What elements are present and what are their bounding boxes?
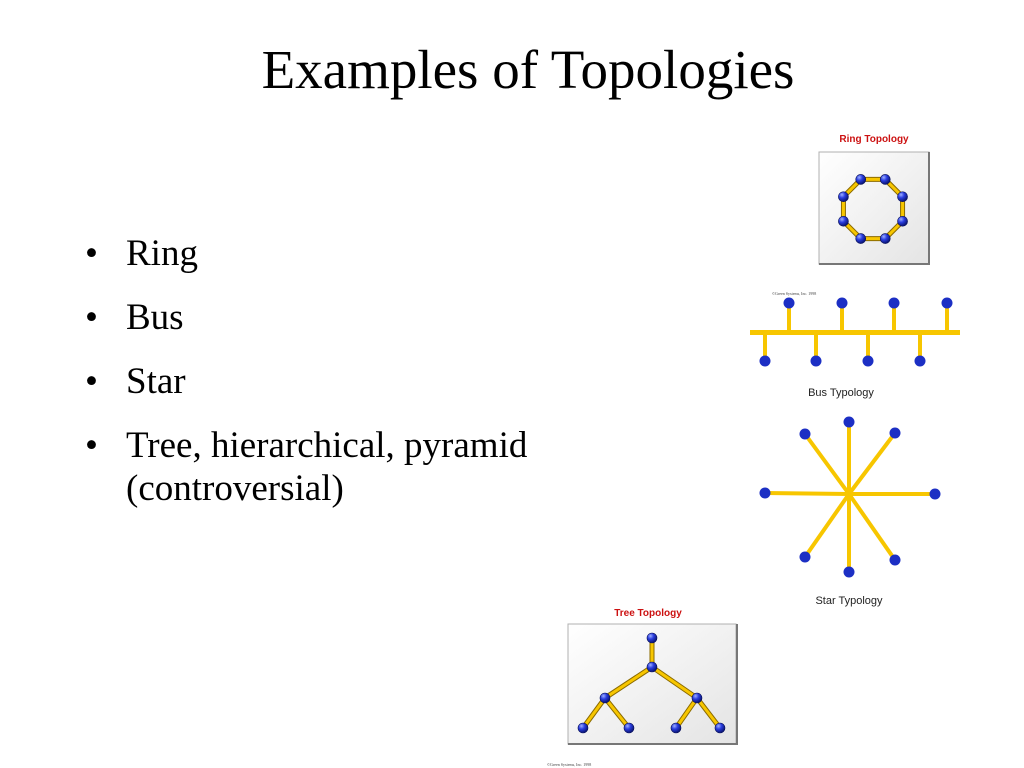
bullet-list: • Ring • Bus • Star • Tree, hierarchical, py… [85,232,646,531]
bus-node-top [836,297,848,309]
bus-topology-figure: ©Green Systems, Inc. 1998 Bus Typology [750,291,960,399]
tree-node [646,661,658,673]
ring-topology-figure: Ring Topology [818,134,930,265]
bus-credit: ©Green Systems, Inc. 1998 [772,291,816,297]
bus-drop-top [787,303,791,331]
star-spoke [847,431,897,496]
ring-node [855,233,867,244]
star-node [799,551,811,563]
ring-nodes [838,174,908,244]
star-label: Star Typology [815,595,883,607]
ring-node [897,191,908,203]
bus-node-bottom [862,355,874,367]
star-spoke [803,432,851,496]
ring-node [879,233,891,244]
bus-drop-bottom [763,334,767,361]
star-node [843,566,855,578]
tree-node [623,722,635,734]
star-node [799,428,811,440]
bus-node-bottom [759,355,771,367]
bus-nodes [759,297,953,367]
tree-node [691,692,703,704]
tree-node [599,692,611,704]
star-spoke [847,492,897,562]
star-spoke [764,491,850,496]
tree-topology-title: Tree Topology [614,608,682,619]
tree-link [581,696,607,730]
bullet-text: Tree, hierarchical, pyramid (controversi… [126,425,528,509]
slide-title: Examples of Topologies [261,39,795,100]
tree-link [603,696,631,730]
ring-topology-title: Ring Topology [839,134,909,145]
bullet-item-star: • Star [85,360,646,403]
tree-link [674,696,699,730]
tree-node [714,722,726,734]
bullet-text: Bus [126,297,184,338]
bus-node-bottom [810,355,822,367]
ring-node [838,191,849,203]
bullet-text: Star [126,361,186,402]
tree-node [670,722,682,734]
bus-drop-bottom [814,334,818,361]
ring-node [855,174,867,185]
ring-node [879,174,891,185]
bus-drop-top [945,303,949,331]
tree-node [646,632,658,644]
bullet-icon: • [85,233,98,274]
star-node [843,416,855,428]
tree-nodes [577,632,726,734]
tree-topology-figure: Tree Topology ©Green Systems, Inc. 1998 [547,608,738,768]
bus-drops [763,303,949,361]
bus-node-bottom [914,355,926,367]
bullet-icon: • [85,425,98,466]
bus-drop-bottom [866,334,870,361]
bus-label: Bus Typology [808,387,874,399]
ring-node [897,215,908,227]
tree-link [603,665,654,700]
star-node [929,488,941,500]
ring-frame [818,151,930,265]
bullet-item-bus: • Bus [85,296,646,339]
bus-node-top [888,297,900,309]
bus-drop-top [892,303,896,331]
bus-drop-bottom [918,334,922,361]
tree-node [577,722,589,734]
bullet-icon: • [85,361,98,402]
bus-drop-top [840,303,844,331]
star-node [889,427,901,439]
bus-node-top [941,297,953,309]
star-spokes [764,422,935,572]
star-node [759,487,771,499]
bullet-text: Ring [126,233,198,274]
tree-credit: ©Green Systems, Inc. 1998 [547,762,591,768]
bullet-item-ring: • Ring [85,232,646,275]
bus-node-top [783,297,795,309]
star-node [889,554,901,566]
star-nodes [759,416,941,578]
bullet-icon: • [85,297,98,338]
tree-link [695,696,722,730]
star-topology-figure: Star Typology [759,416,941,607]
bus-backbone [750,330,960,335]
tree-link [650,665,699,700]
ring-node [838,215,849,227]
star-spoke [803,492,851,559]
bullet-item-tree: • Tree, hierarchical, pyramid (controvers… [85,424,646,510]
tree-links [580,635,723,731]
